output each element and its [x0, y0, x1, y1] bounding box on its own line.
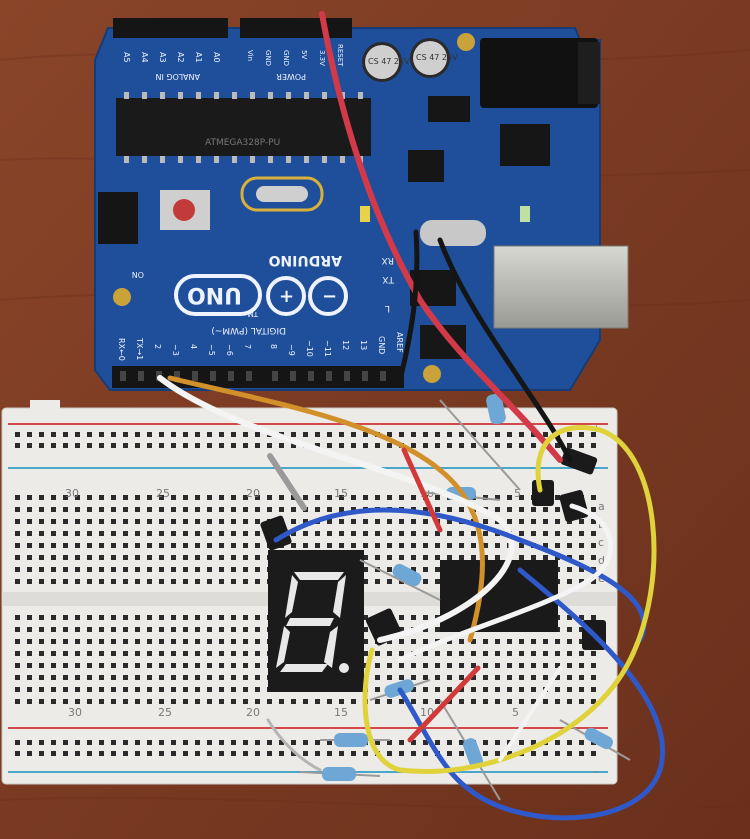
- svg-text:A3: A3: [158, 52, 167, 63]
- digital-label: DIGITAL (PWM~): [211, 325, 286, 335]
- led: [520, 206, 530, 222]
- svg-text:3.3V: 3.3V: [318, 50, 326, 66]
- svg-text:A5: A5: [122, 52, 131, 63]
- svg-text:A2: A2: [176, 52, 185, 63]
- voltage-regulator: [500, 124, 550, 166]
- capacitor: CS 47 25V: [362, 42, 410, 82]
- l-label: L: [385, 303, 390, 313]
- usb-connector: [493, 245, 629, 329]
- resistor: [439, 393, 521, 491]
- resistor: [320, 733, 390, 747]
- svg-text:A4: A4: [140, 52, 149, 63]
- chip-label: ATMEGA328P-PU: [205, 138, 280, 148]
- svg-text:GND: GND: [282, 50, 290, 66]
- rx-label: RX: [382, 255, 394, 265]
- svg-text:CS 47 25V: CS 47 25V: [416, 53, 458, 62]
- svg-text:RX←0: RX←0: [117, 338, 126, 361]
- crystal: [240, 176, 324, 212]
- analog-pin-labels: A5 A4 A3 A2 A1 A0: [122, 52, 221, 63]
- svg-text:2: 2: [153, 344, 162, 349]
- mounting-hole: [457, 33, 475, 51]
- svg-text:~5: ~5: [207, 344, 216, 356]
- svg-text:AREF: AREF: [395, 332, 404, 353]
- power-pin-labels: Vin GND GND 5V 3.3V RESET: [246, 44, 344, 67]
- mounting-hole: [113, 288, 131, 306]
- icsp-header: [98, 192, 138, 244]
- svg-text:13: 13: [359, 340, 368, 350]
- resistor: [359, 559, 441, 601]
- svg-text:25: 25: [156, 487, 170, 500]
- svg-text:−: −: [322, 286, 337, 307]
- svg-text:GND: GND: [377, 336, 386, 354]
- brand-label: ARDUINO: [268, 252, 342, 268]
- power-label: POWER: [276, 72, 306, 81]
- svg-text:20: 20: [246, 487, 260, 500]
- on-label: ON: [132, 270, 144, 279]
- svg-text:CS 47 25V: CS 47 25V: [368, 57, 410, 66]
- bottom-column-numbers: 30 25 20 15 10 5: [68, 706, 519, 719]
- svg-text:12: 12: [341, 340, 350, 350]
- atmega-chip: [116, 98, 371, 156]
- svg-text:RESET: RESET: [336, 44, 344, 67]
- svg-text:30: 30: [65, 487, 79, 500]
- resistor: [299, 767, 381, 781]
- svg-text:8: 8: [269, 344, 278, 349]
- tx-label: TX: [382, 274, 395, 284]
- uno-logo: UNO + −: [174, 274, 348, 316]
- digit-segments: [276, 572, 349, 673]
- svg-text:~9: ~9: [287, 344, 296, 356]
- svg-text:30: 30: [68, 706, 82, 719]
- svg-text:4: 4: [189, 344, 198, 349]
- led: [360, 206, 370, 222]
- svg-text:A0: A0: [212, 52, 221, 63]
- svg-text:5: 5: [514, 487, 521, 500]
- svg-text:20: 20: [246, 706, 260, 719]
- svg-text:~10: ~10: [305, 340, 314, 357]
- svg-text:+: +: [279, 286, 294, 307]
- svg-text:~11: ~11: [323, 340, 332, 357]
- capacitor: CS 47 25V: [410, 38, 458, 78]
- usb-crystal: [420, 220, 486, 246]
- small-ic: [428, 96, 470, 122]
- svg-text:7: 7: [243, 344, 252, 349]
- svg-text:15: 15: [334, 487, 348, 500]
- jumper-wires: [157, 11, 665, 821]
- seven-segment-display: [268, 550, 364, 692]
- svg-text:A1: A1: [194, 52, 203, 63]
- svg-text:5V: 5V: [300, 50, 308, 59]
- svg-text:5: 5: [512, 706, 519, 719]
- small-ic: [408, 150, 444, 182]
- svg-text:~3: ~3: [171, 344, 180, 356]
- svg-text:TX→1: TX→1: [135, 337, 144, 360]
- svg-text:~6: ~6: [225, 344, 234, 356]
- svg-text:Vin: Vin: [246, 50, 254, 61]
- power-header: [240, 18, 352, 38]
- digital-header: [112, 366, 404, 388]
- svg-text:15: 15: [334, 706, 348, 719]
- minus-marker: -: [594, 765, 598, 778]
- svg-text:GND: GND: [264, 50, 272, 66]
- svg-text:UNO: UNO: [187, 282, 242, 307]
- svg-text:25: 25: [158, 706, 172, 719]
- power-jack: [480, 38, 598, 108]
- tm-mark: TM: [248, 310, 259, 318]
- svg-text:d: d: [598, 554, 605, 567]
- digital-pin-labels: RX←0 TX→1 2 ~3 4 ~5 ~6 7 8 ~9 ~10 ~11 12…: [117, 332, 404, 361]
- analog-header: [113, 18, 228, 38]
- svg-text:a: a: [598, 500, 605, 513]
- mounting-hole: [423, 365, 441, 383]
- svg-text:c: c: [598, 536, 604, 549]
- arduino-uno-board: ATMEGA328P-PU CS 47 25V CS 47 25V: [94, 18, 629, 391]
- analog-label: ANALOG IN: [156, 72, 201, 81]
- resistor: [439, 699, 501, 801]
